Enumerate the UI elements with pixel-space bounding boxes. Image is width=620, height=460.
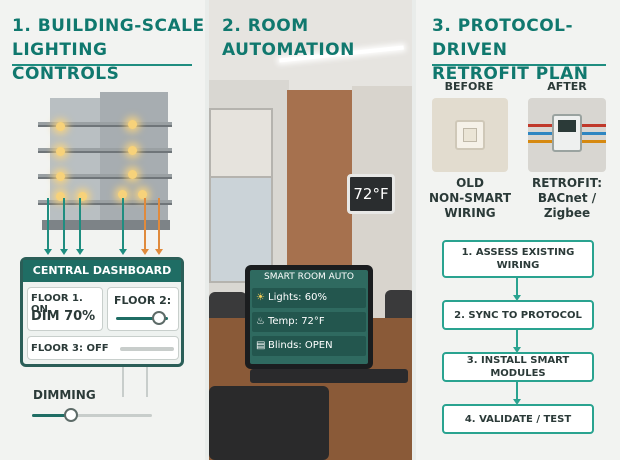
floor2-label: FLOOR 2: <box>114 294 172 307</box>
thermostat-display[interactable]: 72°F <box>347 174 395 214</box>
after-caption-line1: RETROFIT: <box>531 176 603 190</box>
step-2-text: 2. SYNC TO PROTOCOL <box>454 309 582 321</box>
lamp-icon <box>56 172 65 181</box>
step-3-text: 3. INSTALL SMART MODULES <box>466 355 570 379</box>
panel-building-lighting: 1. BUILDING-SCALE LIGHTING CONTROLS CENT… <box>0 0 205 460</box>
step-1-line2: WIRING <box>496 260 540 271</box>
floor3-tile[interactable]: FLOOR 3: OFF <box>27 336 179 360</box>
panel1-title-line2: LIGHTING CONTROLS <box>12 40 120 84</box>
dimming-slider[interactable] <box>32 414 70 417</box>
blinds-row[interactable]: ▤Blinds: OPEN <box>252 336 366 356</box>
lights-text: Lights: 60% <box>268 292 327 303</box>
central-dashboard: CENTRAL DASHBOARD FLOOR 1. ON DIM 70% FL… <box>20 257 184 367</box>
after-label: AFTER <box>547 80 587 93</box>
dimming-slider-knob[interactable] <box>64 408 78 422</box>
temp-text: Temp: 72°F <box>268 316 325 327</box>
floor3-slider[interactable] <box>120 347 174 351</box>
panel3-title-line1: 3. PROTOCOL-DRIVEN <box>432 16 574 60</box>
step-4-text: 4. VALIDATE / TEST <box>464 413 572 425</box>
temp-row[interactable]: ♨Temp: 72°F <box>252 312 366 332</box>
before-label: BEFORE <box>444 80 494 93</box>
floor2-slider[interactable] <box>116 317 168 320</box>
lamp-icon <box>56 147 65 156</box>
lamp-icon <box>118 190 127 199</box>
smart-module-photo <box>528 98 606 172</box>
old-switch-photo <box>432 98 508 172</box>
blinds-icon: ▤ <box>256 340 266 351</box>
after-caption-line3: Zigbee <box>543 206 591 220</box>
tablet-title: SMART ROOM AUTO <box>264 272 354 282</box>
lamp-icon <box>128 146 137 155</box>
floor1-value: DIM 70% <box>31 309 96 324</box>
step-1-line1: 1. ASSESS EXISTING <box>461 247 575 258</box>
step-4[interactable]: 4. VALIDATE / TEST <box>442 404 594 434</box>
sun-icon: ☀ <box>256 292 265 303</box>
panel3-rule <box>432 64 606 66</box>
building-illustration <box>34 92 174 232</box>
lamp-icon <box>78 192 87 201</box>
dimming-label: DIMMING <box>33 388 96 402</box>
step-2[interactable]: 2. SYNC TO PROTOCOL <box>442 300 594 330</box>
tablet-screen: SMART ROOM AUTO ☀Lights: 60% ♨Temp: 72°F… <box>250 270 368 364</box>
before-caption-line3: WIRING <box>444 206 496 220</box>
before-caption-line2: NON-SMART <box>428 191 512 205</box>
floor2-tile[interactable]: FLOOR 2: <box>107 287 179 331</box>
lamp-icon <box>128 170 137 179</box>
blinds-text: Blinds: OPEN <box>268 340 333 351</box>
keyboard <box>250 369 408 383</box>
lights-row[interactable]: ☀Lights: 60% <box>252 288 366 308</box>
panel3-title: 3. PROTOCOL-DRIVEN RETROFIT PLAN <box>432 14 620 86</box>
panel1-title-line1: 1. BUILDING-SCALE <box>12 16 205 36</box>
lamp-icon <box>128 120 137 129</box>
panel1-title: 1. BUILDING-SCALE LIGHTING CONTROLS <box>12 14 205 86</box>
window <box>209 108 273 283</box>
before-caption-line1: OLD <box>456 176 484 190</box>
panel1-rule <box>12 64 192 66</box>
panel2-title: 2. ROOM AUTOMATION <box>222 16 355 60</box>
lamp-icon <box>56 122 65 131</box>
panel-room-automation: 72°F 2. ROOM AUTOMATION SMART ROOM AUTO … <box>209 0 412 460</box>
floor3-label: FLOOR 3: OFF <box>31 343 109 354</box>
lamp-icon <box>56 192 65 201</box>
floor2-slider-knob[interactable] <box>152 311 166 325</box>
thermometer-icon: ♨ <box>256 316 265 327</box>
step-3[interactable]: 3. INSTALL SMART MODULES <box>442 352 594 382</box>
after-caption-line2: BACnet / <box>537 191 597 205</box>
before-caption: OLD NON-SMART WIRING <box>426 176 514 221</box>
lamp-icon <box>138 190 147 199</box>
panel3-title-line2: RETROFIT PLAN <box>432 64 589 84</box>
panel-retrofit-plan: 3. PROTOCOL-DRIVEN RETROFIT PLAN BEFORE … <box>416 0 620 460</box>
dashboard-header: CENTRAL DASHBOARD <box>23 260 181 282</box>
floor1-label: FLOOR 1. ON <box>31 293 83 315</box>
tablet: SMART ROOM AUTO ☀Lights: 60% ♨Temp: 72°F… <box>245 265 373 369</box>
floor1-tile[interactable]: FLOOR 1. ON DIM 70% <box>27 287 103 331</box>
after-caption: RETROFIT: BACnet / Zigbee <box>524 176 610 221</box>
step-1[interactable]: 1. ASSESS EXISTING WIRING <box>442 240 594 278</box>
